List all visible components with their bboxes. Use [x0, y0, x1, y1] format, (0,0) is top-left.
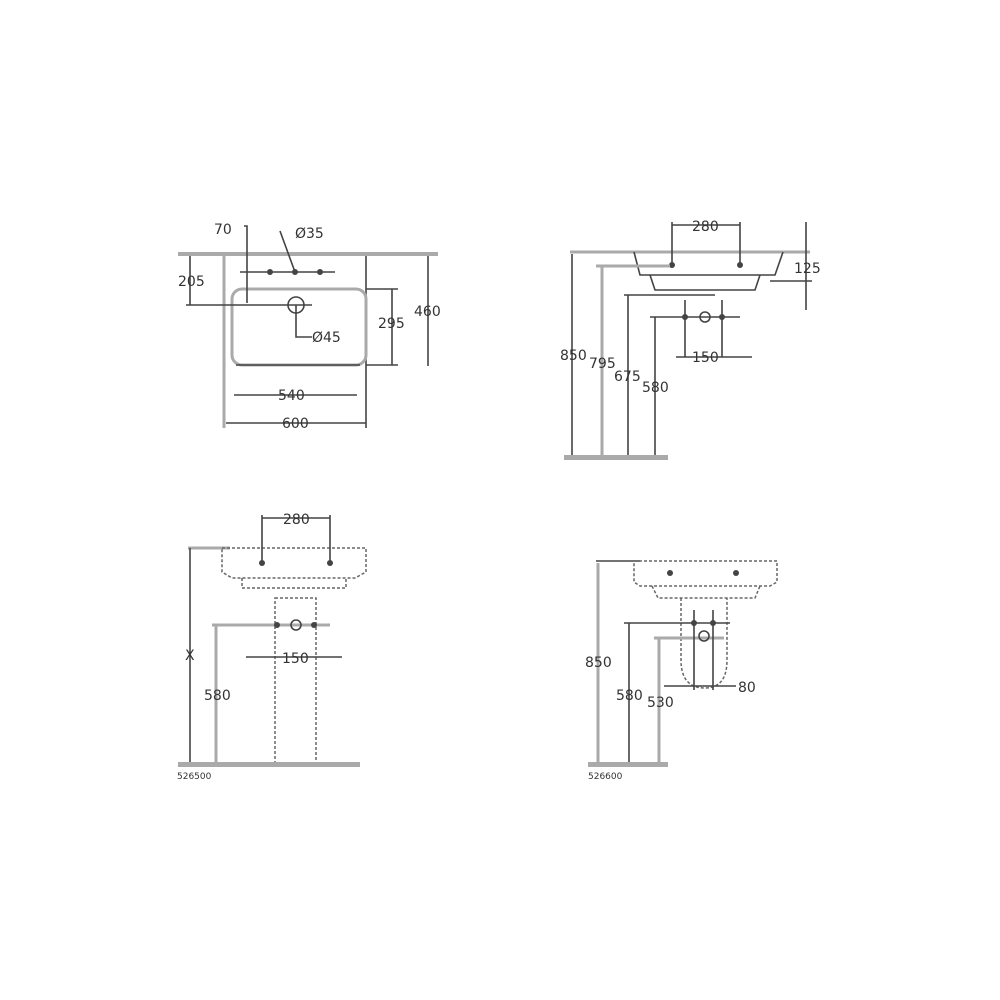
top-view: 70 Ø35 Ø45 205 295 460 540 600 — [178, 222, 441, 432]
side-view: 280 125 850 795 675 580 150 — [560, 219, 821, 460]
dim-295: 295 — [378, 316, 405, 332]
dim-850: 850 — [585, 655, 612, 671]
dim-580: 580 — [204, 688, 231, 704]
dim-280: 280 — [283, 512, 310, 528]
dim-460: 460 — [414, 304, 441, 320]
semi-pedestal — [680, 598, 728, 689]
wall-line — [178, 252, 438, 256]
dim-600: 600 — [282, 416, 309, 432]
semi-pedestal-side-view: 850 580 530 80 526600 — [585, 560, 778, 782]
dim-150: 150 — [282, 651, 309, 667]
article-number: 526500 — [177, 772, 212, 782]
dim-580: 580 — [616, 688, 643, 704]
dim-540: 540 — [278, 388, 305, 404]
dim-x: X — [185, 648, 195, 664]
dim-tap-hole: Ø35 — [295, 226, 324, 242]
pedestal-front-view: 280 X 580 150 526500 — [177, 512, 367, 782]
dim-80: 80 — [738, 680, 756, 696]
dim-280: 280 — [692, 219, 719, 235]
dim-205: 205 — [178, 274, 205, 290]
pedestal — [274, 597, 317, 766]
basin-outline — [230, 287, 368, 367]
dim-530: 530 — [647, 695, 674, 711]
dim-675: 675 — [614, 369, 641, 385]
dim-waste: Ø45 — [312, 330, 341, 346]
dim-850: 850 — [560, 348, 587, 364]
article-number: 526600 — [588, 772, 623, 782]
dim-795: 795 — [589, 356, 616, 372]
dim-125: 125 — [794, 261, 821, 277]
dim-150: 150 — [692, 350, 719, 366]
dim-580: 580 — [642, 380, 669, 396]
dim-70: 70 — [214, 222, 232, 238]
